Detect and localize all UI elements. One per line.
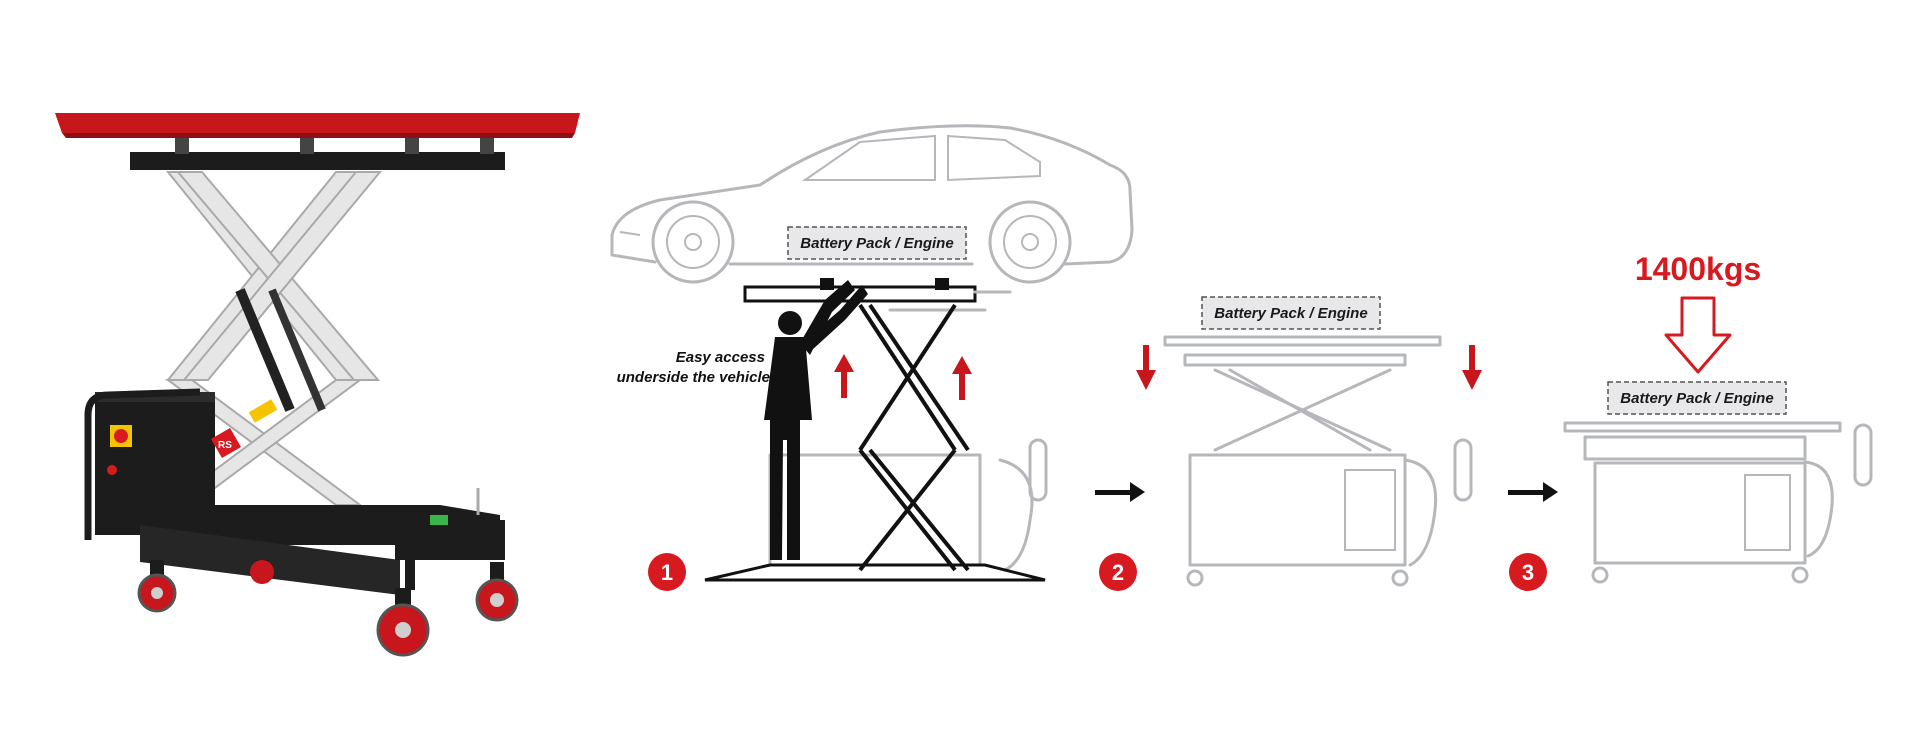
up-arrow-icon <box>952 356 972 400</box>
callout-line-2: underside the vehicle <box>617 369 770 386</box>
step-2-label: Battery Pack / Engine <box>1214 305 1367 322</box>
caster-wheels <box>137 560 519 657</box>
red-table-top <box>55 113 580 133</box>
right-arrow-icon <box>1508 482 1558 502</box>
step-3-label-box <box>1607 381 1787 415</box>
down-arrow-icon <box>1462 345 1482 390</box>
step-2-scene: Battery Pack / Engine 2 <box>1099 296 1482 591</box>
callout-line-1: Easy access <box>676 349 765 366</box>
step-3-badge <box>1509 553 1547 591</box>
step-2-label-box <box>1201 296 1381 330</box>
step-2-badge <box>1099 553 1137 591</box>
up-arrow-icon <box>834 354 854 398</box>
mechanic-silhouette <box>764 280 868 560</box>
base-frame <box>140 505 505 595</box>
step-1-number: 1 <box>661 560 673 585</box>
step-3-number: 3 <box>1522 560 1534 585</box>
right-arrow-icon <box>1095 482 1145 502</box>
brand-badge: RS <box>210 399 278 459</box>
step-2-number: 2 <box>1112 560 1124 585</box>
table-support-bar <box>130 152 505 170</box>
step-1-label: Battery Pack / Engine <box>800 235 953 252</box>
car-outline <box>610 124 1134 284</box>
push-handle <box>84 388 201 540</box>
lift-table-product: RS <box>55 113 580 657</box>
step-3-scene: 1400kgs Battery Pack / Engine 3 <box>1509 251 1873 591</box>
step-1-scene: Battery Pack / Engine <box>610 124 1134 591</box>
load-arrow-icon <box>1664 296 1732 374</box>
step-3-label: Battery Pack / Engine <box>1620 390 1773 407</box>
step-1-floor <box>704 563 1046 582</box>
capacity-label: 1400kgs <box>1635 251 1761 287</box>
step-1-scissor <box>858 303 970 572</box>
scissor-arms <box>164 171 383 506</box>
step-1-label-box <box>787 226 967 260</box>
down-arrow-icon <box>1136 345 1156 390</box>
brand-badge-text: RS <box>218 440 232 451</box>
step-1-badge <box>648 553 686 591</box>
